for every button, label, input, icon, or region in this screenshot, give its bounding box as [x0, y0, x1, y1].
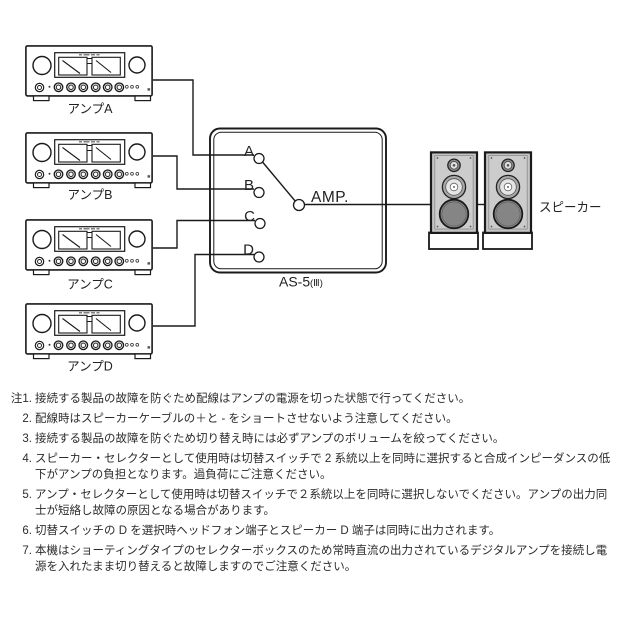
note-marker: 7. [22, 545, 32, 557]
note-marker: 4. [22, 453, 32, 465]
note-item-1: 注1. 接続する製品の故障を防ぐため配線はアンプの電源を切った状態で行ってくださ… [8, 391, 618, 407]
amp-a-illustration [25, 45, 153, 102]
note-item-7: 7. 本機はショーティングタイプのセレクターボックスのため常時直流の出力されてい… [8, 543, 618, 575]
note-marker: 5. [22, 489, 32, 501]
notes-list: 注1. 接続する製品の故障を防ぐため配線はアンプの電源を切った状態で行ってくださ… [8, 391, 618, 579]
note-marker: 6. [22, 525, 32, 537]
note-text: 配線時はスピーカーケーブルの＋と - をショートさせないよう注意してください。 [35, 413, 458, 425]
amp-c-illustration [25, 219, 153, 276]
note-item-5: 5. アンプ・セレクターとして使用時は切替スイッチで２系統以上を同時に選択しない… [8, 487, 618, 519]
terminal-b-circle [253, 186, 265, 199]
terminal-d-circle [253, 251, 265, 263]
selector-switch [253, 152, 306, 263]
note-item-3: 3. 接続する製品の故障を防ぐため切り替え時には必ずアンプのボリュームを絞ってく… [8, 431, 618, 447]
speaker-label: スピーカー [539, 201, 602, 215]
note-text: 本機はショーティングタイプのセレクターボックスのため常時直流の出力されているデジ… [35, 545, 608, 573]
output-terminal-circle [292, 198, 306, 212]
switch-wiper [261, 161, 296, 202]
note-text: アンプ・セレクターとして使用時は切替スイッチで２系統以上を同時に選択しないでくだ… [35, 489, 608, 517]
amp-a-label: アンプA [68, 102, 114, 116]
amp-b-label: アンプB [68, 188, 113, 202]
terminal-a-circle [253, 152, 265, 165]
note-text: 接続する製品の故障を防ぐため配線はアンプの電源を切った状態で行ってください。 [35, 393, 471, 405]
wire-amp-d [153, 253, 254, 327]
terminal-c-circle [254, 217, 266, 230]
wire-amp-b [153, 155, 254, 190]
note-marker: 3. [22, 433, 32, 445]
selector-model-suffix: (Ⅲ) [310, 278, 323, 289]
speaker-right-illustration [481, 151, 534, 251]
amp-c-label: アンプC [67, 278, 113, 292]
terminal-a-label: A [244, 143, 254, 160]
wiring-diagram: A B C D AMP. AS-5 (Ⅲ) アンプA アンプB アンプC アンプ… [25, 45, 602, 374]
output-terminal-label: AMP. [311, 189, 349, 206]
wire-amp-a [153, 79, 254, 156]
terminal-b-label: B [244, 177, 254, 194]
terminal-c-label: C [244, 208, 255, 225]
note-text: 接続する製品の故障を防ぐため切り替え時には必ずアンプのボリュームを絞ってください… [35, 433, 505, 445]
speaker-left-illustration [427, 151, 480, 251]
amp-b-illustration [25, 132, 153, 189]
note-text: 切替スイッチの D を選択時ヘッドフォン端子とスピーカー D 端子は同時に出力さ… [35, 525, 501, 537]
note-marker: 2. [22, 413, 32, 425]
note-item-2: 2. 配線時はスピーカーケーブルの＋と - をショートさせないよう注意してくださ… [8, 411, 618, 427]
amp-d-label: アンプD [67, 360, 113, 374]
note-text: スピーカー・セレクターとして使用時は切替スイッチで 2 系統以上を同時に選択する… [35, 453, 611, 481]
note-marker: 注1. [10, 393, 32, 405]
amp-d-illustration [25, 303, 153, 360]
terminal-d-label: D [243, 242, 254, 259]
wire-amp-c [153, 219, 255, 249]
note-item-6: 6. 切替スイッチの D を選択時ヘッドフォン端子とスピーカー D 端子は同時に… [8, 523, 618, 539]
selector-model-label: AS-5 [279, 274, 310, 290]
note-item-4: 4. スピーカー・セレクターとして使用時は切替スイッチで 2 系統以上を同時に選… [8, 451, 618, 483]
